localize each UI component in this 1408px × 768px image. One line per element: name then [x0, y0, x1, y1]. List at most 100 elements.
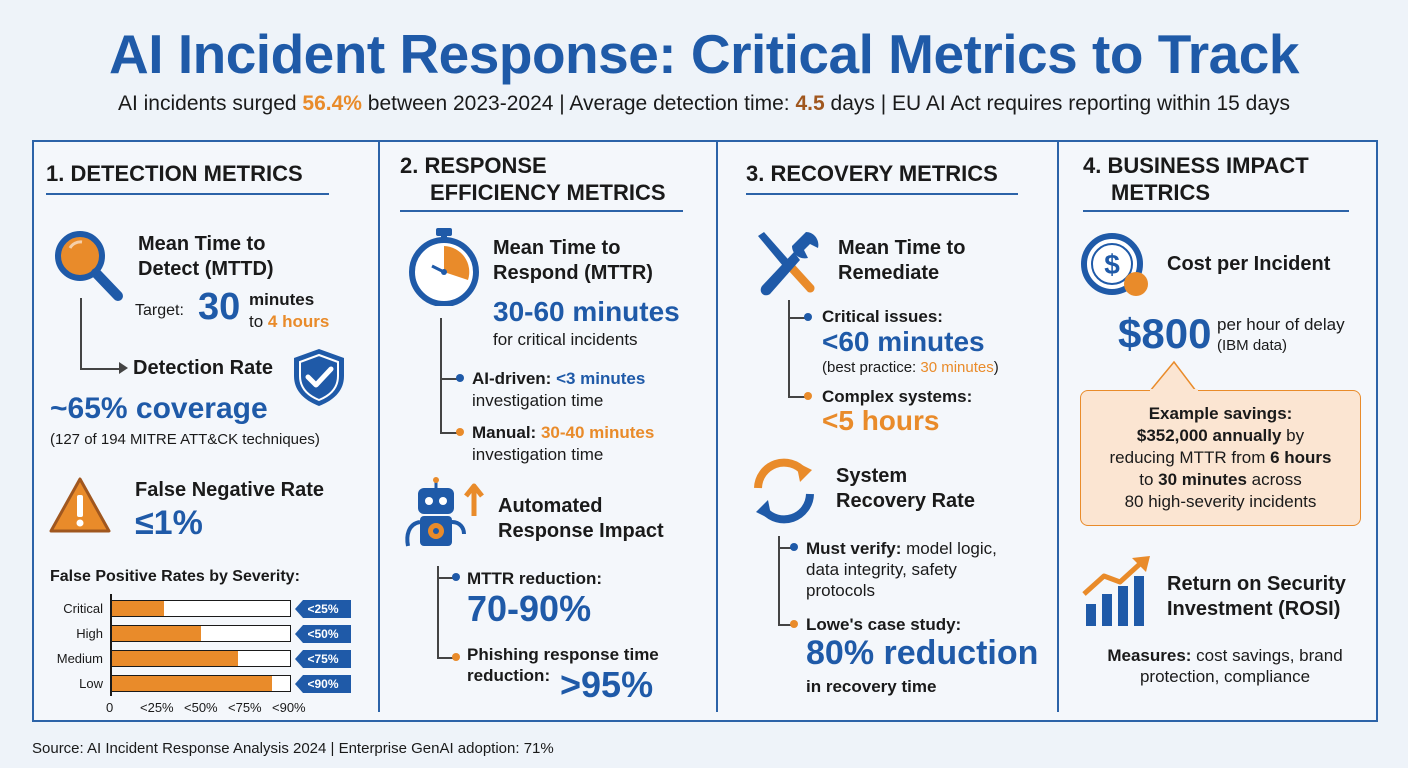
- fpr-row-label: Medium: [56, 651, 103, 666]
- tree-line: [440, 432, 458, 434]
- dollar-coin-icon: $: [1081, 233, 1148, 296]
- manual-item: Manual: 30-40 minutes: [472, 423, 655, 442]
- fnr-value: ≤1%: [135, 504, 203, 542]
- fpr-bar-tag: <25%: [295, 600, 351, 618]
- critical-issues-note: (best practice: 30 minutes): [822, 359, 999, 376]
- mttr-reduction-label: MTTR reduction:: [467, 569, 603, 588]
- tree-line: [437, 566, 439, 658]
- tree-line: [778, 624, 792, 626]
- tree-line: [788, 317, 806, 319]
- magnifier-icon: [55, 231, 123, 301]
- column-divider: [1057, 142, 1059, 712]
- section-rule: [400, 210, 683, 212]
- fpr-bar-track: [111, 625, 291, 642]
- svg-text:$: $: [1104, 249, 1120, 280]
- lowes-value: 80% reduction: [806, 634, 1039, 672]
- page-subtitle: AI incidents surged 56.4% between 2023-2…: [117, 92, 1291, 115]
- fpr-axis-tick: <75%: [228, 700, 262, 715]
- tree-line: [80, 298, 82, 368]
- bullet-dot: [452, 653, 460, 661]
- detection-section-title: 1. DETECTION METRICS: [46, 161, 303, 186]
- mttr-reduction-value: 70-90%: [467, 588, 592, 629]
- mttr-note: for critical incidents: [493, 330, 638, 349]
- bullet-dot: [804, 313, 812, 321]
- shield-check-icon: [294, 349, 344, 406]
- bullet-dot: [790, 620, 798, 628]
- fpr-axis-tick: <50%: [184, 700, 218, 715]
- column-divider: [716, 142, 718, 712]
- fpr-bar-fill: [112, 676, 273, 691]
- column-divider: [378, 142, 380, 712]
- fpr-bar-track: [111, 675, 291, 692]
- detection-rate-label: Detection Rate: [133, 357, 274, 379]
- fpr-axis-tick: <25%: [140, 700, 174, 715]
- cost-per-incident-label: Cost per Incident: [1167, 253, 1331, 275]
- cost-value: $800: [1118, 310, 1212, 357]
- fpr-row-label: Low: [79, 676, 103, 691]
- section-rule: [46, 193, 329, 195]
- robot-icon: [405, 477, 484, 547]
- recovery-section-title: 3. RECOVERY METRICS: [746, 161, 998, 186]
- fpr-bar-tag: <50%: [295, 625, 351, 643]
- fpr-title: False Positive Rates by Severity:: [50, 568, 300, 585]
- callout-joint: [1150, 389, 1198, 392]
- fpr-axis: [110, 594, 112, 696]
- page-title: AI Incident Response: Critical Metrics t…: [109, 23, 1299, 85]
- critical-issues-label: Critical issues:: [822, 307, 943, 326]
- wrench-screwdriver-icon: [758, 232, 819, 296]
- bullet-dot: [790, 543, 798, 551]
- fpr-row-label: Critical: [63, 601, 103, 616]
- must-verify-text: Must verify: model logic,data integrity,…: [806, 539, 997, 600]
- tree-line: [80, 368, 124, 370]
- fpr-bar-track: [111, 600, 291, 617]
- fnr-label: False Negative Rate: [135, 479, 324, 501]
- target-label: Target:: [135, 302, 184, 319]
- complex-systems-label: Complex systems:: [822, 387, 973, 406]
- fpr-bar-fill: [112, 651, 239, 666]
- section-rule: [746, 193, 1018, 195]
- cost-note: per hour of delay(IBM data): [1217, 315, 1345, 354]
- critical-issues-value: <60 minutes: [822, 326, 985, 357]
- tree-line: [788, 396, 806, 398]
- example-savings-callout: Example savings: $352,000 annually by re…: [1080, 390, 1361, 526]
- phishing-value: >95%: [560, 664, 654, 705]
- fpr-axis-tick: 0: [106, 700, 114, 715]
- section-rule: [1083, 210, 1349, 212]
- bullet-dot: [804, 392, 812, 400]
- bullet-dot: [456, 374, 464, 382]
- surge-stat: 56.4%: [302, 92, 362, 115]
- detection-days-stat: 4.5: [795, 92, 825, 115]
- fpr-row-label: High: [76, 626, 103, 641]
- lowes-note: in recovery time: [806, 677, 937, 696]
- mttd-target-unit: minutes: [249, 290, 315, 309]
- source-footer: Source: AI Incident Response Analysis 20…: [32, 740, 554, 757]
- tree-line: [778, 547, 792, 549]
- fpr-bar-fill: [112, 626, 201, 641]
- refresh-cycle-icon: [754, 458, 814, 524]
- mttd-target-value: 30: [198, 286, 241, 328]
- bullet-dot: [456, 428, 464, 436]
- lowes-label: Lowe's case study:: [806, 615, 962, 634]
- complex-systems-value: <5 hours: [822, 405, 940, 436]
- fpr-bar-track: [111, 650, 291, 667]
- growth-chart-icon: [1082, 556, 1150, 626]
- mttr-value: 30-60 minutes: [493, 296, 680, 327]
- mttd-target-upper: to 4 hours: [249, 312, 330, 331]
- arrow-head: [119, 362, 128, 374]
- bullet-dot: [452, 573, 460, 581]
- fpr-bar-tag: <75%: [295, 650, 351, 668]
- ai-driven-item: AI-driven: <3 minutes: [472, 369, 646, 388]
- manual-note: investigation time: [472, 445, 604, 464]
- warning-icon: [49, 477, 111, 533]
- fpr-axis-tick: <90%: [272, 700, 306, 715]
- tree-line: [788, 300, 790, 396]
